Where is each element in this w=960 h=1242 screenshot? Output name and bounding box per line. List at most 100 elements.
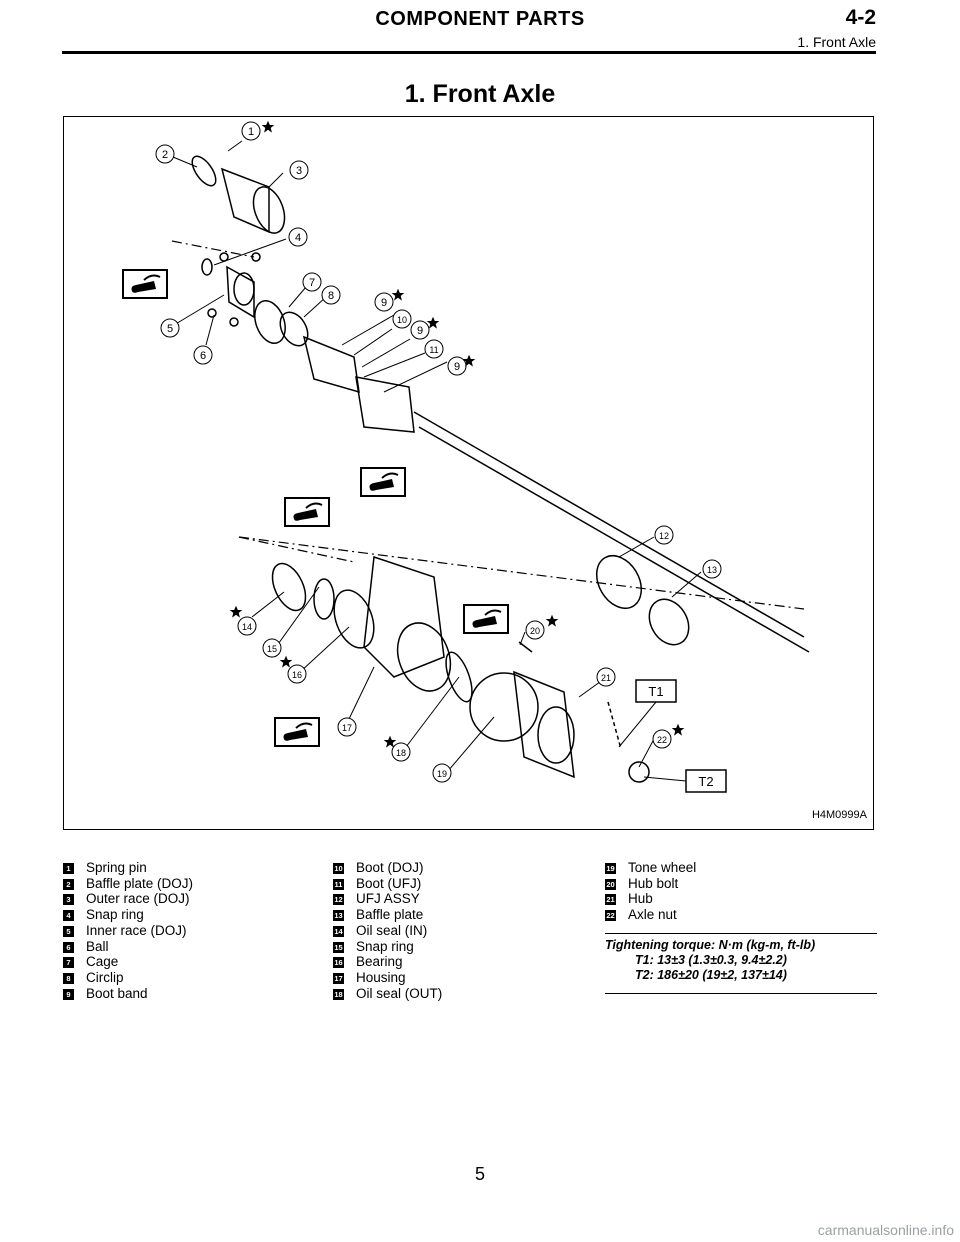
callout-6: 6 <box>200 350 206 362</box>
torque-t1: T1: 13±3 (1.3±0.3, 9.4±2.2) <box>635 952 787 967</box>
section-number: 4-2 <box>845 6 876 29</box>
legend-item: 6 Ball <box>63 939 308 955</box>
section-subtitle: 1. Front Axle <box>797 34 876 50</box>
callout-4: 4 <box>295 232 301 244</box>
legend-column-1: 1 Spring pin 2 Baffle plate (DOJ) 3 Outer r… <box>63 860 308 1001</box>
legend-text: Inner race (DOJ) <box>86 922 187 938</box>
legend-number: 8 <box>63 972 74 984</box>
callout-9c: 9 <box>454 361 460 373</box>
legend-text: Oil seal (OUT) <box>356 985 443 1001</box>
legend-number: 12 <box>333 894 344 906</box>
callout-19: 19 <box>437 769 447 779</box>
legend-item: 12 UFJ ASSY <box>333 891 583 907</box>
legend-text: Spring pin <box>86 860 147 875</box>
legend-item: 3 Outer race (DOJ) <box>63 891 308 907</box>
torque-tags: T1 T2 <box>618 679 727 793</box>
legend-text: Boot (UFJ) <box>356 875 422 891</box>
leader-lines <box>172 140 702 772</box>
callout-9b: 9 <box>417 325 423 337</box>
legend-text: Hub bolt <box>628 875 679 891</box>
header-rule <box>62 51 876 54</box>
legend-text: Oil seal (IN) <box>356 922 428 938</box>
torque-t2: T2: 186±20 (19±2, 137±14) <box>635 967 787 982</box>
legend-number: 17 <box>333 972 344 984</box>
components <box>191 155 810 783</box>
legend-item: 20 Hub bolt <box>605 876 877 892</box>
callout-1: 1 <box>248 126 254 138</box>
legend-number: 1 <box>63 863 74 874</box>
legend-text: Hub <box>628 891 653 907</box>
legend-number: 3 <box>63 894 74 906</box>
legend-number: 5 <box>63 925 74 937</box>
legend-item: 1 Spring pin <box>63 860 308 876</box>
legend-number: 10 <box>333 863 344 874</box>
legend-number: 13 <box>333 910 344 922</box>
callout-2: 2 <box>162 149 168 161</box>
legend-text: Tone wheel <box>628 860 697 875</box>
legend-number: 22 <box>605 910 616 922</box>
legend-number: 6 <box>63 941 74 953</box>
callout-13: 13 <box>707 565 717 575</box>
legend-item: 21 Hub <box>605 891 877 907</box>
legend-number: 2 <box>63 878 74 890</box>
callout-15: 15 <box>267 644 277 654</box>
callout-10: 10 <box>397 315 407 325</box>
legend-number: 21 <box>605 894 616 906</box>
legend-text: Baffle plate (DOJ) <box>86 875 194 891</box>
legend-number: 18 <box>333 988 344 1000</box>
replace-star-icons <box>229 120 685 748</box>
callout-8: 8 <box>328 290 334 302</box>
callout-17: 17 <box>342 723 352 733</box>
legend-text: Snap ring <box>356 938 414 954</box>
legend-number: 16 <box>333 957 344 969</box>
legend-item: 8 Circlip <box>63 970 308 986</box>
callout-11: 11 <box>429 345 438 355</box>
legend-item: 18 Oil seal (OUT) <box>333 986 583 1002</box>
torque-tag-t2: T2 <box>698 774 713 789</box>
legend-item: 7 Cage <box>63 954 308 970</box>
watermark: carmanualsonline.info <box>817 1222 954 1238</box>
torque-heading: Tightening torque: N·m (kg-m, ft-lb) <box>605 937 816 952</box>
figure-code: H4M0999A <box>811 809 867 821</box>
callout-circles <box>155 121 722 783</box>
callout-12: 12 <box>659 531 669 541</box>
legend-number: 19 <box>605 863 616 874</box>
legend-item: 5 Inner race (DOJ) <box>63 923 308 939</box>
exploded-diagram: 1 2 3 4 5 6 7 8 9 10 9 11 9 12 13 14 15 … <box>63 116 874 830</box>
legend-text: Bearing <box>356 954 403 970</box>
legend-number: 9 <box>63 988 74 1000</box>
legend-text: Outer race (DOJ) <box>86 891 190 907</box>
callout-14: 14 <box>242 622 252 632</box>
legend-item: 14 Oil seal (IN) <box>333 923 583 939</box>
legend-number: 7 <box>63 957 74 969</box>
legend-item: 19 Tone wheel <box>605 860 877 876</box>
section-title: COMPONENT PARTS <box>375 8 585 30</box>
legend-item: 16 Bearing <box>333 954 583 970</box>
diagram-artwork: 1 2 3 4 5 6 7 8 9 10 9 11 9 12 13 14 15 … <box>122 120 810 793</box>
page-title: 1. Front Axle <box>404 80 556 108</box>
callout-16: 16 <box>292 670 302 680</box>
legend-text: Snap ring <box>86 907 144 923</box>
callout-18: 18 <box>396 748 406 758</box>
callout-20: 20 <box>530 626 540 636</box>
legend-number: 11 <box>333 878 344 890</box>
legend-number: 4 <box>63 910 74 922</box>
legend-text: Cage <box>86 954 119 970</box>
legend-text: UFJ ASSY <box>356 891 420 907</box>
callout-labels: 1 2 3 4 5 6 7 8 9 10 9 11 9 12 13 14 15 … <box>162 126 717 779</box>
callout-21: 21 <box>601 673 611 683</box>
page-number: 5 <box>474 1164 485 1184</box>
torque-tag-t1: T1 <box>648 684 663 699</box>
legend-item: 4 Snap ring <box>63 907 308 923</box>
legend-text: Circlip <box>86 969 124 985</box>
callout-3: 3 <box>296 165 302 177</box>
legend-number: 14 <box>333 925 344 937</box>
legend-number: 20 <box>605 878 616 890</box>
legend-text: Ball <box>86 938 109 954</box>
